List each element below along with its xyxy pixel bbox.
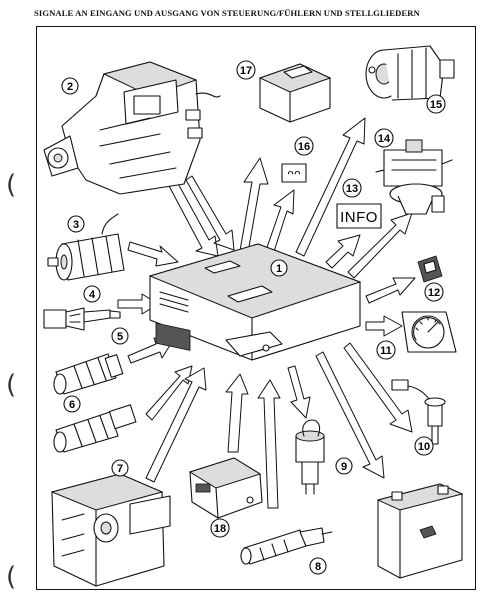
callout-1: 1 — [270, 259, 288, 277]
svg-text:18: 18 — [214, 523, 226, 535]
tachometer — [401, 311, 457, 353]
battery — [376, 483, 464, 579]
injector-sensor — [240, 527, 333, 565]
relay-symbol: ᴖᴖ — [287, 167, 301, 180]
svg-text:2: 2 — [67, 81, 73, 93]
svg-text:8: 8 — [315, 561, 321, 573]
air-flow-meter — [50, 473, 171, 587]
arrow-from-2a — [167, 177, 219, 257]
arrow-to-14 — [347, 212, 413, 279]
temp-sensor — [43, 307, 121, 331]
glow-control-unit — [188, 457, 263, 519]
callout-9: 9 — [335, 457, 353, 475]
callout-labels: 1 2 3 4 5 6 7 8 9 10 11 12 13 14 15 — [61, 60, 446, 575]
arrow-to-12 — [365, 277, 416, 304]
diagnostic-connector — [417, 255, 443, 283]
callout-13: 13 — [342, 178, 362, 198]
svg-text:3: 3 — [73, 219, 79, 231]
callout-15: 15 — [426, 94, 446, 114]
svg-text:1: 1 — [276, 263, 282, 275]
svg-text:17: 17 — [240, 65, 252, 77]
sensor-6 — [53, 404, 137, 453]
callout-11: 11 — [376, 340, 396, 360]
arrow-from-8 — [257, 379, 281, 509]
callout-3: 3 — [67, 215, 85, 233]
svg-text:5: 5 — [117, 331, 123, 343]
arrow-from-6 — [145, 365, 193, 421]
switch-sensor — [53, 353, 124, 395]
arrow-to-13 — [325, 234, 361, 269]
svg-text:13: 13 — [346, 183, 358, 195]
arrow-from-18 — [225, 373, 249, 453]
svg-text:12: 12 — [428, 287, 440, 299]
info-label: INFO — [340, 209, 378, 226]
arrow-to-battery — [315, 351, 385, 479]
callout-2: 2 — [61, 77, 79, 95]
page-title: SIGNALE AN EINGANG UND AUSGANG VON STEUE… — [34, 8, 420, 18]
starter-solenoid — [47, 213, 125, 281]
callout-6: 6 — [63, 395, 81, 413]
svg-text:15: 15 — [430, 99, 442, 111]
svg-text:7: 7 — [117, 463, 123, 475]
info-display: INFO — [336, 203, 382, 229]
callout-17: 17 — [236, 60, 256, 80]
callout-7: 7 — [111, 459, 129, 477]
arrow-to-11 — [365, 315, 403, 337]
arrow-to-10 — [343, 342, 413, 433]
callout-4: 4 — [83, 285, 101, 303]
callout-12: 12 — [424, 282, 444, 302]
diagram-frame — [36, 26, 476, 590]
callout-8: 8 — [309, 557, 327, 575]
callout-5: 5 — [111, 327, 129, 345]
signal-arrows — [117, 117, 416, 509]
svg-text:10: 10 — [418, 441, 430, 453]
glow-relay: ᴖᴖ — [281, 163, 307, 183]
callout-10: 10 — [414, 436, 434, 456]
arrow-from-2b — [185, 175, 235, 251]
svg-text:9: 9 — [341, 461, 347, 473]
svg-text:14: 14 — [378, 133, 391, 145]
speed-sensor — [391, 379, 446, 445]
binding-mark: ( — [6, 562, 17, 592]
egr-valve — [375, 139, 453, 215]
arrow-from-7 — [145, 367, 207, 483]
svg-text:11: 11 — [380, 345, 392, 357]
svg-text:4: 4 — [89, 289, 96, 301]
pressure-sensor — [295, 419, 325, 495]
callout-16: 16 — [294, 136, 314, 156]
injection-pump — [43, 61, 221, 195]
control-relay — [258, 63, 332, 123]
svg-text:16: 16 — [298, 141, 310, 153]
svg-text:6: 6 — [69, 399, 75, 411]
ac-compressor — [365, 45, 455, 101]
arrow-to-9 — [287, 365, 311, 419]
ecu-unit — [148, 243, 362, 361]
callout-14: 14 — [374, 128, 394, 148]
binding-mark: ( — [6, 170, 17, 200]
arrow-from-3 — [127, 241, 179, 267]
binding-mark: ( — [6, 370, 17, 400]
arrow-to-15 — [295, 117, 366, 257]
callout-18: 18 — [210, 518, 230, 538]
